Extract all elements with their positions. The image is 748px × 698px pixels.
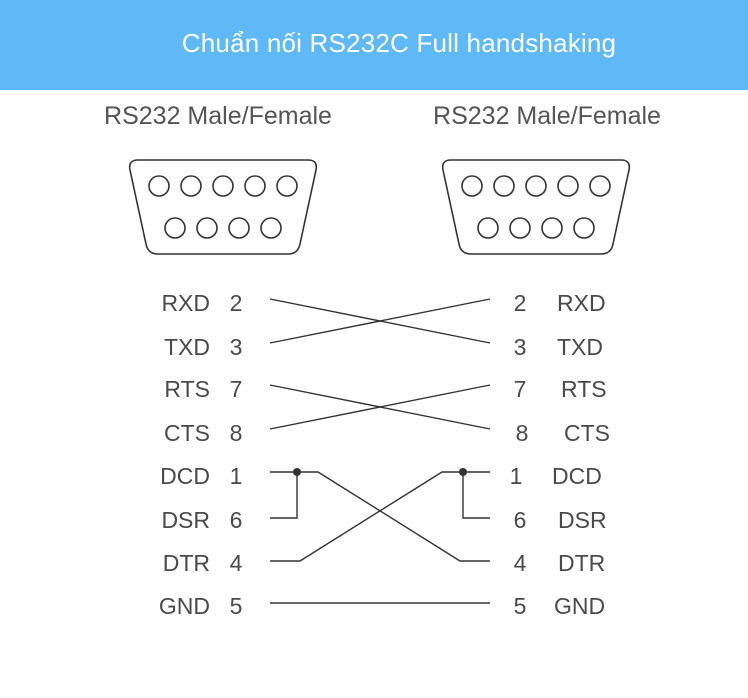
left-junction-dot bbox=[293, 468, 301, 476]
left-signal-0: RXD bbox=[161, 290, 210, 316]
right-signal-3: CTS bbox=[564, 420, 610, 446]
left-signal-3: CTS bbox=[164, 420, 210, 446]
left-signal-1: TXD bbox=[164, 334, 210, 360]
right-signal-7: GND bbox=[554, 593, 605, 619]
right-signal-0: RXD bbox=[557, 290, 606, 316]
page-title: Chuẩn nối RS232C Full handshaking bbox=[181, 28, 617, 58]
right-signal-5: DSR bbox=[558, 507, 607, 533]
wire-left-dtr-to-right-dcd bbox=[270, 471, 490, 562]
left-db9-connector bbox=[128, 159, 318, 255]
left-signal-6: DTR bbox=[163, 550, 210, 576]
left-pin-6: 4 bbox=[230, 550, 243, 576]
right-signal-1: TXD bbox=[557, 334, 603, 360]
right-pin-1: 3 bbox=[514, 334, 527, 360]
right-signal-4: DCD bbox=[552, 463, 602, 489]
left-pin-list: RXD 2 TXD 3 RTS 7 CTS 8 DCD 1 DSR 6 DTR … bbox=[159, 290, 243, 619]
right-pin-2: 7 bbox=[514, 376, 527, 402]
wire-cts-to-rts bbox=[269, 384, 491, 430]
left-pin-5: 6 bbox=[230, 507, 243, 533]
left-pin-4: 1 bbox=[230, 463, 243, 489]
right-signal-6: DTR bbox=[558, 550, 605, 576]
left-pin-2: 7 bbox=[230, 376, 243, 402]
left-pin-1: 3 bbox=[230, 334, 243, 360]
right-junction-dot bbox=[459, 468, 467, 476]
right-pin-3: 8 bbox=[516, 420, 529, 446]
right-pin-0: 2 bbox=[514, 290, 527, 316]
left-signal-4: DCD bbox=[160, 463, 210, 489]
right-connector-label: RS232 Male/Female bbox=[433, 102, 661, 130]
left-signal-5: DSR bbox=[161, 507, 210, 533]
wire-left-dcd-to-right-dtr bbox=[270, 471, 490, 562]
left-signal-2: RTS bbox=[164, 376, 210, 402]
wire-txd-to-rxd bbox=[269, 298, 491, 344]
left-pin-7: 5 bbox=[230, 593, 243, 619]
wire-right-dcd-dsr-bridge bbox=[462, 472, 490, 519]
right-pin-6: 4 bbox=[514, 550, 527, 576]
wires bbox=[269, 298, 491, 604]
left-pin-0: 2 bbox=[230, 290, 243, 316]
left-pin-3: 8 bbox=[230, 420, 243, 446]
right-pin-4: 1 bbox=[510, 463, 523, 489]
wire-left-dcd-dsr-bridge bbox=[270, 472, 298, 519]
right-pin-list: 2 RXD 3 TXD 7 RTS 8 CTS 1 DCD 6 DSR 4 DT… bbox=[510, 290, 610, 619]
header-banner: Chuẩn nối RS232C Full handshaking bbox=[0, 0, 748, 90]
left-signal-7: GND bbox=[159, 593, 210, 619]
left-connector-label: RS232 Male/Female bbox=[104, 102, 332, 130]
right-signal-2: RTS bbox=[561, 376, 607, 402]
right-db9-connector bbox=[441, 159, 631, 255]
right-pin-7: 5 bbox=[514, 593, 527, 619]
right-pin-5: 6 bbox=[514, 507, 527, 533]
